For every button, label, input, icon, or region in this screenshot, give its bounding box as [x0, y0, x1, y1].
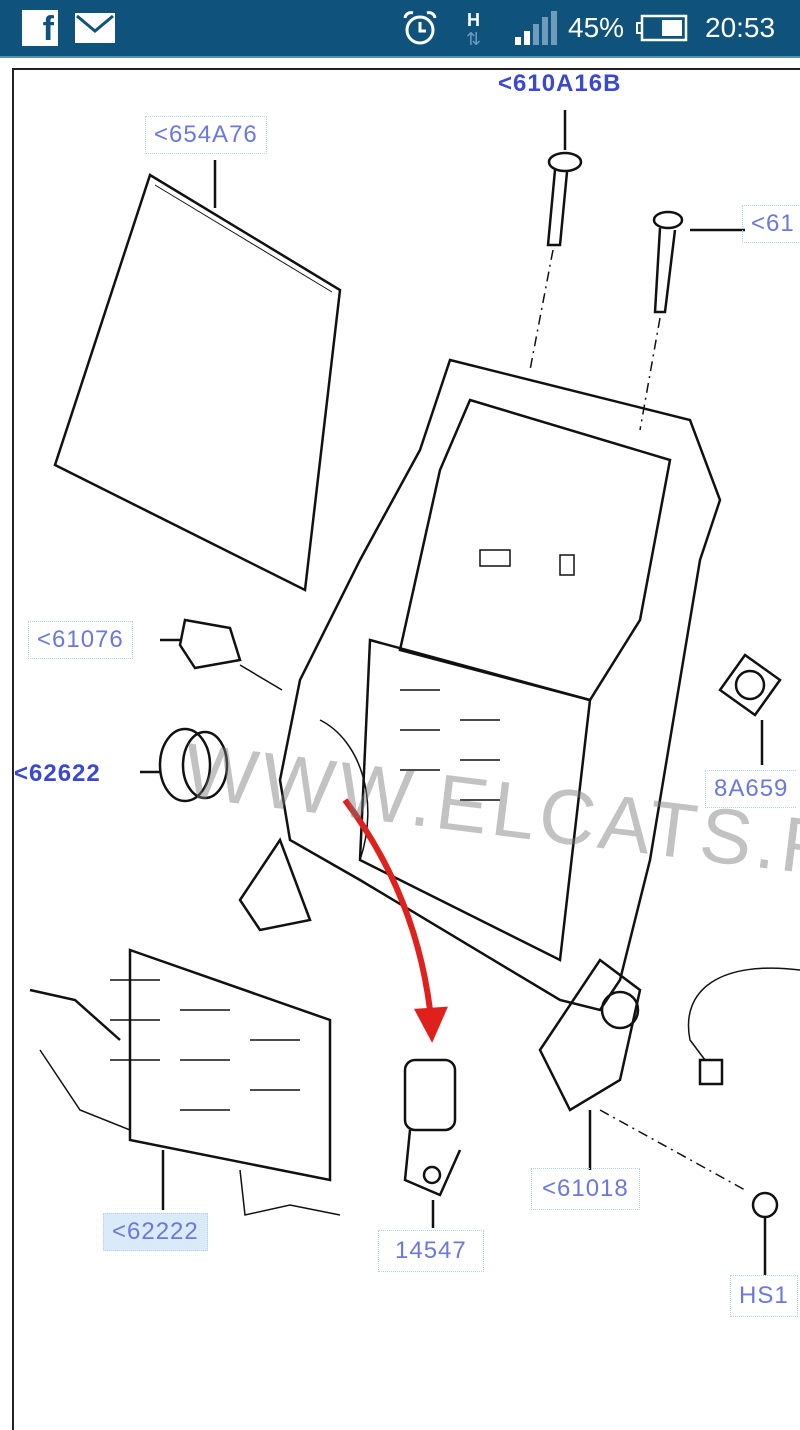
red-arrow-head	[413, 1006, 448, 1043]
knob-part-61076	[160, 618, 283, 691]
bolt-hs1	[751, 1191, 779, 1275]
part-label-62622[interactable]: <62622	[14, 760, 101, 787]
part-label-14547[interactable]: 14547	[378, 1230, 484, 1272]
battery-percent: 45%	[568, 12, 625, 43]
motor-part	[403, 1058, 462, 1228]
connector-part	[698, 1058, 724, 1086]
part-label-61018[interactable]: <61018	[531, 1168, 640, 1210]
headrest-guide-part	[529, 110, 745, 431]
part-label-654a76[interactable]: <654A76	[145, 116, 267, 154]
part-label-610a16b[interactable]: <610A16B	[498, 70, 622, 97]
cable-part	[687, 967, 800, 1061]
red-arrow	[342, 798, 433, 1011]
facebook-icon: f	[22, 10, 58, 46]
battery-icon	[636, 0, 688, 56]
back-panel-part	[53, 173, 342, 592]
part-8a659	[718, 653, 782, 765]
clock: 20:53	[705, 12, 776, 43]
part-label-61-partial[interactable]: <61	[742, 205, 800, 243]
alarm-icon	[400, 0, 440, 56]
data-activity-icon: H ⇅	[466, 9, 482, 49]
part-label-61076[interactable]: <61076	[28, 621, 133, 659]
part-label-8a659[interactable]: 8A659	[705, 770, 797, 808]
seat-back-frame	[238, 358, 722, 1112]
parts-diagram	[12, 68, 800, 1430]
network-type: H	[467, 9, 481, 30]
signal-icon	[515, 0, 557, 56]
lumbar-mat-part	[29, 948, 341, 1216]
part-label-62222[interactable]: <62222	[103, 1213, 208, 1251]
status-bar: f H ⇅ 45% 20:53	[0, 0, 800, 58]
mail-icon	[74, 0, 116, 56]
part-label-hs1[interactable]: HS1	[730, 1275, 798, 1317]
knob-part-62622	[140, 727, 229, 803]
